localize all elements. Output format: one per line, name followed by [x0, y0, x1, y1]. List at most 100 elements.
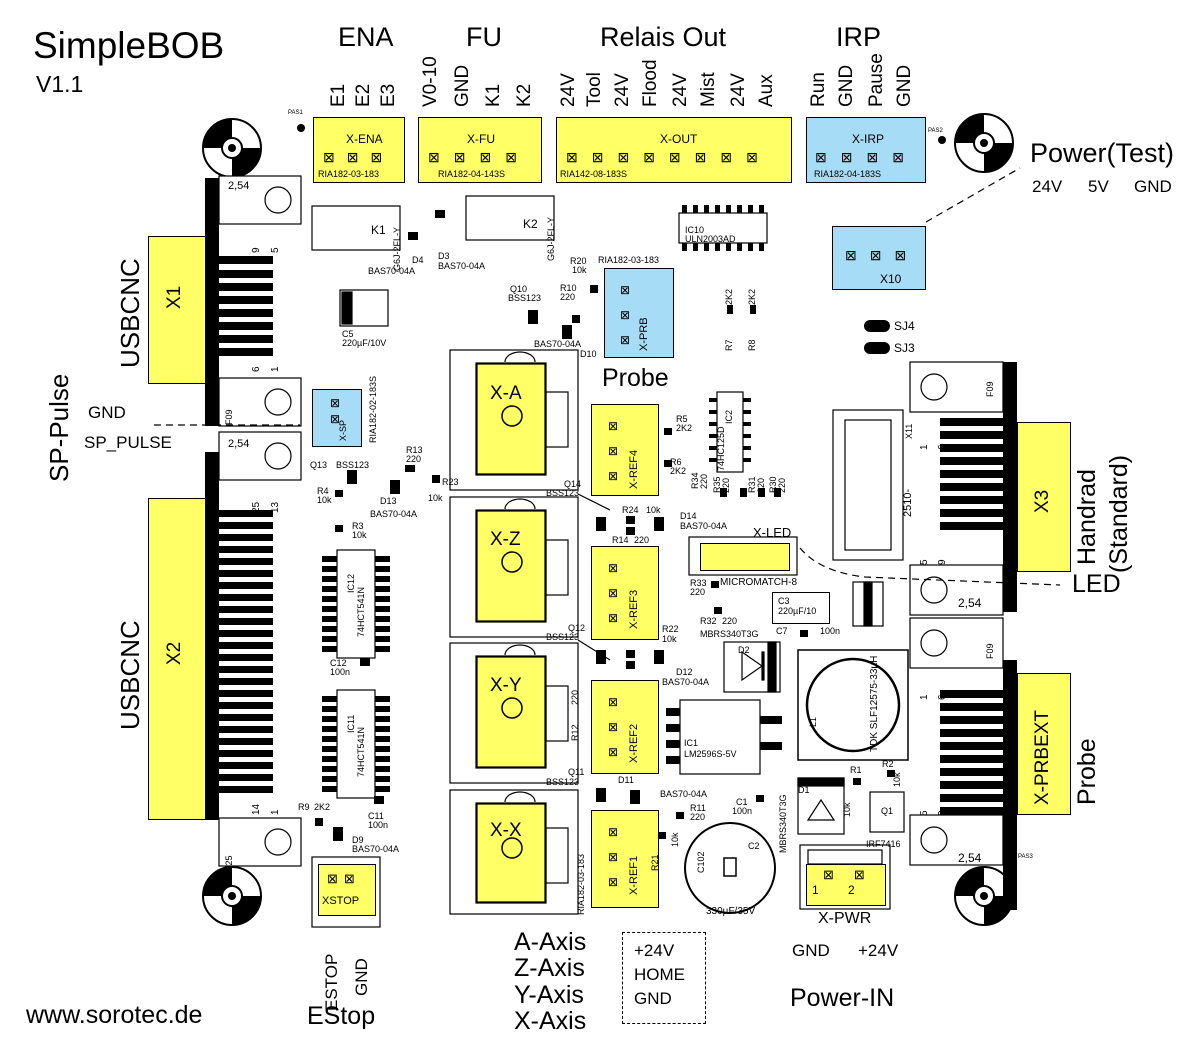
- connector-x-led[interactable]: [700, 543, 790, 571]
- mounting-hole-top-right: [954, 113, 1014, 173]
- x-ref2-label: X-REF2: [628, 723, 640, 763]
- x-fu-pads: ⊠⊠⊠⊠: [428, 149, 531, 165]
- q1-value: IRF7416: [866, 839, 901, 849]
- x-pwr-label: X-PWR: [818, 910, 872, 927]
- connector-x-prb[interactable]: [604, 268, 674, 358]
- r6-value: 2K2: [670, 466, 687, 476]
- x11-part: 2510-: [902, 488, 914, 517]
- x-pwr-pin-2: 2: [848, 883, 855, 897]
- r9-label: R9: [298, 802, 310, 812]
- solder-jumpers: [864, 320, 890, 354]
- x-sp-part: RIA182-02-183S: [368, 375, 378, 443]
- x3-label: X3: [1032, 489, 1053, 513]
- x-pwr-pin-1: 1: [812, 883, 819, 897]
- relays: [311, 195, 555, 251]
- pin-irp-pause: Pause: [866, 53, 887, 107]
- x1-label: X1: [164, 285, 185, 309]
- pin-fu-k2: K2: [514, 83, 535, 107]
- x-irp-pads: ⊠⊠⊠⊠: [815, 149, 918, 165]
- pin-fu-v010: V0-10: [420, 56, 441, 107]
- r2-label: R2: [882, 759, 894, 769]
- c2-value: 330µF/35V: [706, 906, 756, 917]
- connector-x-ref1[interactable]: [591, 810, 659, 908]
- r14-label: R14: [612, 535, 629, 545]
- connector-x-irp[interactable]: [806, 117, 926, 183]
- website-link[interactable]: www.sorotec.de: [26, 1001, 203, 1029]
- connector-x-sp[interactable]: [312, 389, 362, 447]
- pin-relais-flood: Flood: [640, 59, 661, 107]
- d10-type: BAS70-04A: [534, 339, 582, 349]
- pitch-label-4: 2,54: [958, 851, 982, 865]
- connector-x10[interactable]: [832, 226, 926, 290]
- connector-xstop[interactable]: [318, 864, 376, 916]
- x-prbext-pins: [940, 660, 1017, 910]
- connector-x-ref3[interactable]: [591, 546, 659, 640]
- fiducials: [297, 124, 1017, 860]
- connector-x-prbext[interactable]: [1017, 673, 1071, 815]
- pin-relais-tool: Tool: [584, 72, 605, 107]
- d10-label: D10: [580, 349, 597, 359]
- pin-ena-e2: E2: [353, 83, 374, 107]
- connector-x-pwr[interactable]: [806, 864, 886, 906]
- r23-value: 10k: [428, 493, 443, 503]
- connector-x-ref2[interactable]: [591, 680, 659, 774]
- pin-fu-gnd: GND: [452, 64, 473, 107]
- r7-label: R7: [724, 339, 734, 351]
- sp-gnd-label: GND: [88, 403, 126, 422]
- r10-label: R10: [560, 283, 577, 293]
- probe-right-label: Probe: [1073, 738, 1101, 805]
- pin-ena-e1: E1: [328, 83, 349, 107]
- power-in-gnd: GND: [792, 941, 830, 960]
- q1-label: Q1: [881, 806, 894, 816]
- ic12-value: 74HCT541N: [356, 586, 366, 637]
- connector-x-ena[interactable]: [313, 117, 405, 183]
- usbcnc-bottom-label: USBCNC: [115, 620, 145, 730]
- sp-pulse-pin-label: SP_PULSE: [84, 433, 172, 452]
- d11-type: BAS70-04A: [660, 789, 708, 799]
- q13-type: BSS123: [336, 460, 370, 470]
- pin-relais-24v-3: 24V: [670, 73, 691, 107]
- connector-x1[interactable]: [148, 236, 206, 384]
- r24-label: R24: [622, 505, 639, 515]
- pin-relais-24v-2: 24V: [612, 73, 633, 107]
- q12-label: Q12: [568, 623, 586, 633]
- prbext-pin-5: 5: [919, 810, 930, 816]
- x-ref1-part: RIA182-03-183: [576, 853, 586, 915]
- x-ref1-pads: ⊠⊠⊠: [608, 825, 619, 889]
- connector-x-fu[interactable]: [418, 117, 542, 183]
- r20-label: R20: [570, 256, 587, 266]
- q14-label: Q14: [564, 479, 582, 489]
- g6j-k1-label: G6J-2FL-Y: [392, 226, 402, 271]
- x-ref4-label: X-REF4: [628, 449, 640, 489]
- x-fu-label: X-FU: [467, 132, 495, 146]
- power-test-5v: 5V: [1088, 177, 1109, 196]
- c11-label: C11: [368, 811, 384, 821]
- c11-value: 100n: [368, 820, 389, 830]
- c7-value: 100n: [820, 626, 841, 636]
- pin-irp-run: Run: [808, 72, 829, 107]
- d11-label: D11: [618, 775, 634, 785]
- q12-type: BSS123: [546, 632, 580, 642]
- d12-label: D12: [676, 667, 693, 677]
- l1-label: L1: [808, 716, 818, 727]
- r9-value: 2K2: [314, 802, 331, 812]
- x1-pin-5: 5: [270, 247, 281, 253]
- x-prbext-label: X-PRBEXT: [1032, 709, 1053, 805]
- c2-label: C2: [748, 841, 760, 851]
- r1-value: 10k: [842, 802, 852, 817]
- power-in-24v: +24V: [858, 941, 899, 960]
- x-led-label: X-LED: [753, 525, 792, 540]
- ic-pins: [322, 205, 782, 792]
- estop-pin-gnd: GND: [352, 958, 371, 996]
- d12-type: BAS70-04A: [662, 677, 710, 687]
- x2-label: X2: [164, 641, 185, 665]
- x-out-part: RIA142-08-183S: [560, 169, 628, 179]
- connector-x3[interactable]: [1017, 422, 1071, 572]
- r31-value: 220: [756, 477, 766, 493]
- connector-x-out[interactable]: [556, 117, 792, 183]
- x-ref4-pads: ⊠⊠⊠: [608, 419, 619, 483]
- connector-x-ref4[interactable]: [591, 404, 659, 496]
- connector-x2[interactable]: [148, 498, 206, 820]
- board-version: V1.1: [36, 71, 84, 97]
